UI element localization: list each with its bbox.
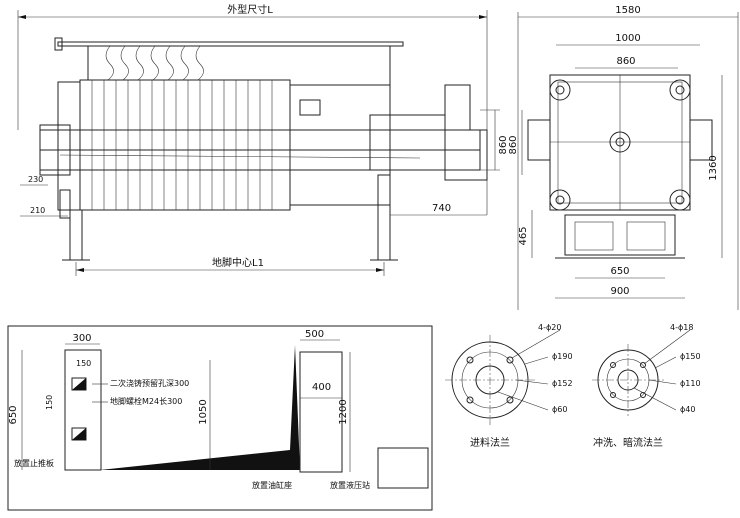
wash-caption: 冲洗、暗流法兰 (593, 436, 663, 449)
anchor-center-label: 地脚中心L1 (212, 256, 264, 269)
dim-900: 900 (610, 286, 629, 297)
dim-860-end: 860 (508, 135, 519, 154)
note-bolt: 地脚螺栓M24长300 (110, 396, 182, 406)
note-grout: 二次浇铸预留孔深300 (110, 378, 189, 388)
foundation-view: 300 150 150 650 二次浇铸预留孔深300 地脚螺栓M24长300 … (7, 325, 433, 511)
dim-1000: 1000 (615, 33, 640, 44)
dim-150-a: 150 (76, 359, 91, 368)
wash-d3: ϕ40 (680, 405, 695, 414)
dim-1580: 1580 (615, 5, 640, 16)
dim-465: 465 (518, 226, 529, 245)
feed-flange: 4-ϕ20 ϕ190 ϕ152 ϕ60 进料法兰 (445, 323, 573, 449)
filter-plates (91, 80, 273, 210)
dim-300: 300 (72, 333, 91, 344)
dim-1200: 1200 (338, 399, 349, 424)
label-station: 放置液压站 (330, 480, 370, 490)
dim-740: 740 (432, 203, 451, 214)
label-stop-plate: 放置止推板 (14, 458, 54, 468)
wash-flange: 4-ϕ18 ϕ150 ϕ110 ϕ40 冲洗、暗流法兰 (592, 323, 701, 449)
feed-d3: ϕ60 (552, 405, 567, 414)
side-view: 外型尺寸L (17, 3, 509, 276)
dim-1050: 1050 (198, 399, 209, 424)
label-cylinder: 放置油缸座 (252, 480, 292, 490)
wash-d1: ϕ150 (680, 352, 701, 361)
overall-length-label: 外型尺寸L (227, 3, 273, 16)
wash-d2: ϕ110 (680, 379, 701, 388)
dim-650: 650 (610, 266, 629, 277)
dim-230: 230 (28, 175, 43, 184)
wash-holes: 4-ϕ18 (670, 323, 693, 332)
end-view: 1580 1000 860 860 1360 465 (508, 5, 739, 310)
dim-400: 400 (312, 382, 331, 393)
feed-holes: 4-ϕ20 (538, 323, 561, 332)
corner-bolts (549, 79, 691, 211)
dim-500: 500 (305, 329, 324, 340)
dim-150-b: 150 (45, 395, 54, 410)
dim-860-height: 860 (498, 135, 509, 154)
dim-650-foundation: 650 (8, 405, 19, 424)
dim-1360: 1360 (708, 155, 719, 180)
dim-210: 210 (30, 206, 45, 215)
feed-caption: 进料法兰 (470, 436, 510, 449)
feed-d2: ϕ152 (552, 379, 573, 388)
hoses (105, 45, 204, 81)
dim-860: 860 (616, 56, 635, 67)
feed-d1: ϕ190 (552, 352, 573, 361)
